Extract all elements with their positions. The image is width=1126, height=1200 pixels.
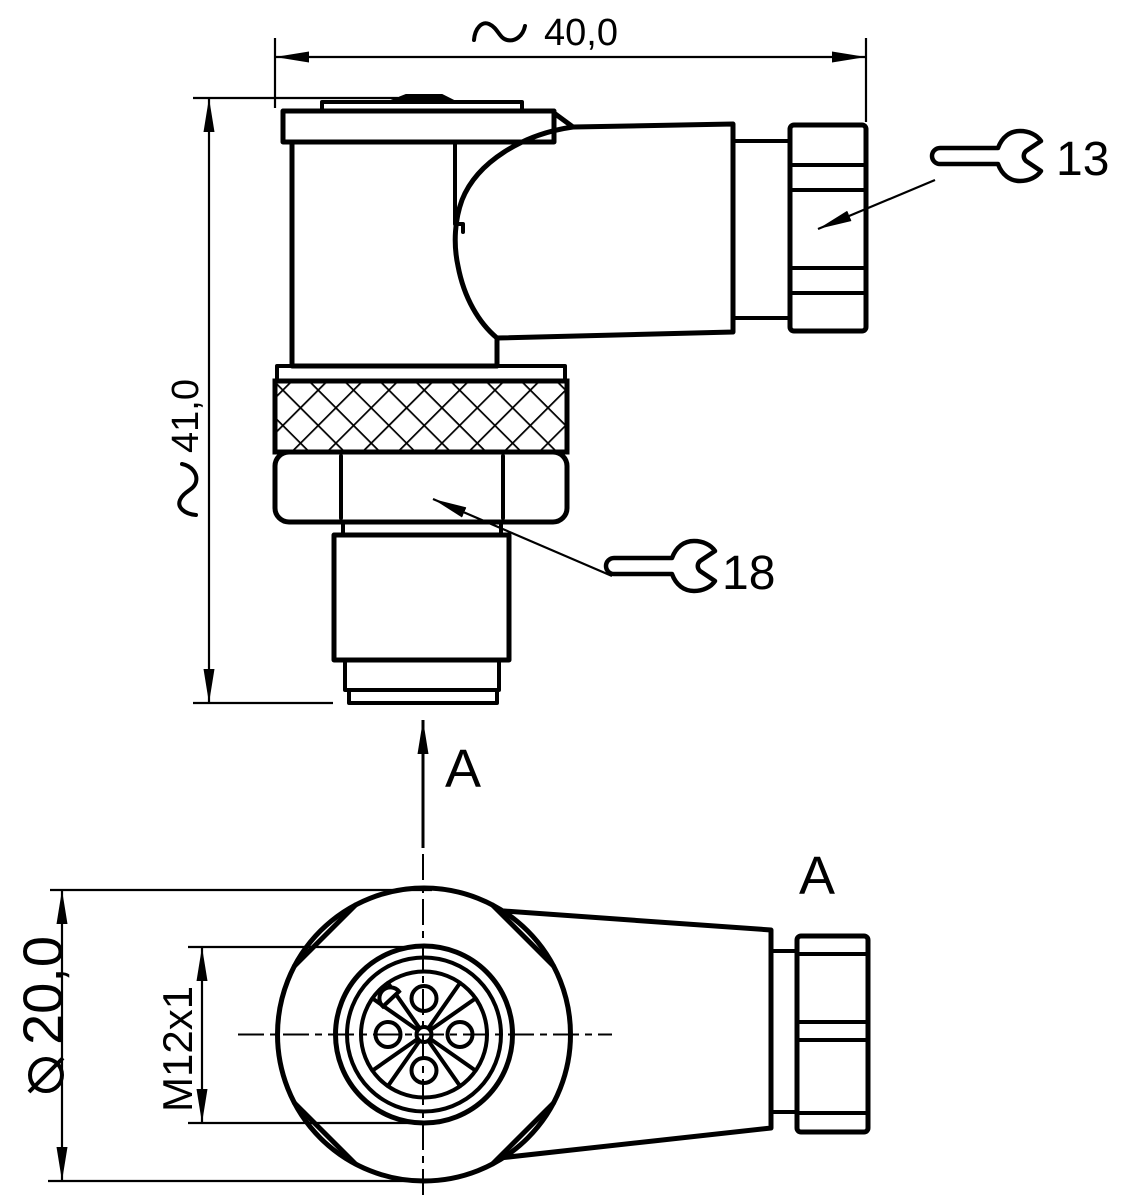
hex-corner-flats (292, 902, 556, 1167)
diameter-symbol-icon (27, 1056, 65, 1094)
outlet-neck-profile (769, 949, 799, 1114)
dim-diameter-text-group: 20,0 (11, 936, 74, 1094)
dim-diameter: 20,0 (11, 888, 432, 1183)
dim-thread-text-group: M12x1 (154, 986, 201, 1112)
section-arrow: A (417, 720, 481, 848)
wrench-13-label: 13 (1056, 133, 1109, 186)
wrench-icon (603, 538, 718, 594)
body-inner-step (453, 140, 465, 234)
leader-line-18 (432, 497, 613, 578)
outlet-cylinder (494, 121, 736, 341)
hex-nut (272, 449, 570, 525)
knurled-ring (272, 378, 570, 455)
gland-nut-flats (788, 163, 868, 295)
dim-height-text-group: 41,0 (165, 379, 207, 517)
dim-thread: M12x1 (154, 945, 440, 1125)
coupling-cylinder (331, 532, 512, 663)
coupling-tip (347, 688, 499, 705)
dim-diameter-extension-lines (48, 888, 432, 1183)
dim-thread-value: M12x1 (154, 986, 201, 1112)
cap-bevel (551, 110, 576, 130)
dim-diameter-value: 20,0 (11, 936, 74, 1045)
dim-height-value: 41,0 (165, 379, 207, 453)
dim-height: 41,0 (165, 96, 398, 705)
dim-thread-extension-lines (188, 945, 440, 1125)
coupling-step (343, 658, 501, 692)
front-view: A (238, 846, 871, 1198)
wrench-icon (929, 128, 1044, 184)
wrench-18-callout: 18 (432, 497, 775, 600)
section-arrow-label: A (445, 739, 481, 799)
wrench-18-label: 18 (722, 547, 775, 600)
hex-nut-flats (339, 454, 505, 520)
approx-wave-icon (177, 462, 199, 517)
coding-notch (377, 985, 402, 1010)
dim-width-extension-lines (273, 38, 868, 122)
housing-body (289, 139, 500, 369)
gland-nut-profile (794, 933, 871, 1135)
outlet-neck (731, 139, 792, 320)
gland-nut-profile-flats (795, 952, 870, 1115)
outlet-curve (452, 124, 576, 369)
side-view (272, 94, 869, 705)
leader-line-13 (817, 178, 936, 231)
cover-bump (387, 94, 457, 103)
dim-height-extension-lines (193, 96, 398, 705)
dim-width: 40,0 (273, 12, 868, 122)
housing-cap (280, 108, 557, 145)
approx-wave-icon (472, 21, 527, 43)
dim-width-value: 40,0 (544, 12, 618, 54)
wrench-13-callout: 13 (817, 128, 1109, 231)
outlet-profile (501, 908, 774, 1160)
cable-gland-nut (787, 122, 869, 334)
section-view-label: A (799, 846, 835, 906)
